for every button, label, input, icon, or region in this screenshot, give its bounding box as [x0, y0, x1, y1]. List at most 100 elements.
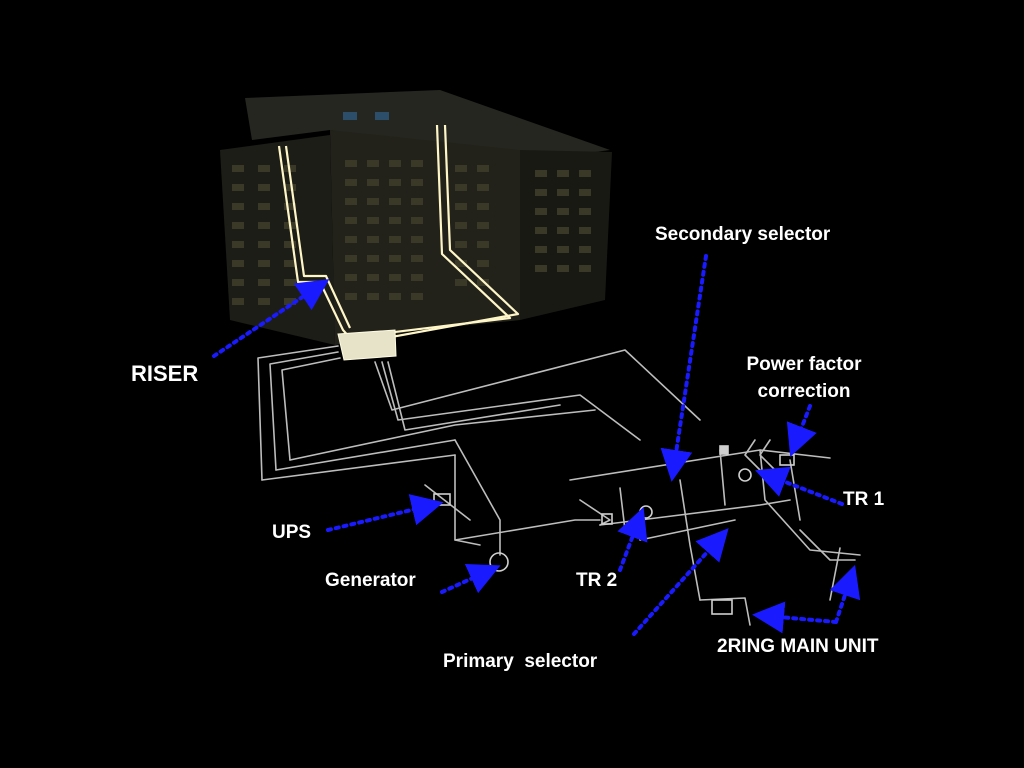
building-window	[232, 184, 244, 191]
building-window	[411, 255, 423, 262]
switch-room	[337, 329, 397, 361]
tr1-arrow	[755, 466, 844, 506]
building-window	[579, 208, 591, 215]
secondary-selector-arrow	[660, 254, 708, 482]
building-window	[367, 179, 379, 186]
building-window	[284, 203, 296, 210]
building-window	[258, 241, 270, 248]
building-window	[258, 298, 270, 305]
building-window	[389, 293, 401, 300]
building-window	[258, 222, 270, 229]
power-factor-label-line1: Power factor	[746, 354, 862, 375]
building-window	[232, 279, 244, 286]
building-window	[455, 203, 467, 210]
building-window	[411, 293, 423, 300]
building-window	[258, 260, 270, 267]
building-window	[579, 227, 591, 234]
ring-main-unit-symbol	[711, 599, 733, 615]
secondary-selector-label: Secondary selector	[655, 224, 831, 245]
primary-selector-label: Primary selector	[443, 651, 598, 672]
building-window	[455, 241, 467, 248]
building-window	[258, 279, 270, 286]
building-window	[579, 265, 591, 272]
ring-main-unit-arrow	[752, 601, 838, 634]
building-window	[284, 184, 296, 191]
building-window	[389, 255, 401, 262]
building-window	[389, 198, 401, 205]
pfc-symbol	[779, 454, 795, 466]
building-window	[367, 236, 379, 243]
tr1-label: TR 1	[843, 489, 885, 510]
building-window	[232, 222, 244, 229]
power-factor-correction-label: Power factor correction	[730, 351, 878, 405]
building-window	[345, 293, 357, 300]
building-window	[557, 208, 569, 215]
building-window	[579, 170, 591, 177]
building-window	[535, 246, 547, 253]
building-window	[535, 265, 547, 272]
building-window	[284, 279, 296, 286]
generator-symbol	[489, 552, 509, 572]
building-window	[477, 184, 489, 191]
building-window	[367, 217, 379, 224]
building-window	[232, 165, 244, 172]
tr2-symbol	[639, 505, 653, 519]
building-window	[232, 203, 244, 210]
building-window	[557, 227, 569, 234]
riser-arrow	[212, 279, 330, 358]
building-window	[557, 170, 569, 177]
building-window	[345, 198, 357, 205]
building-window	[535, 170, 547, 177]
building-window	[477, 260, 489, 267]
ring-main-unit-label: 2RING MAIN UNIT	[717, 636, 879, 657]
building-window	[535, 208, 547, 215]
building-window	[557, 189, 569, 196]
roof-window	[375, 112, 389, 120]
building-window	[258, 184, 270, 191]
building-window	[367, 255, 379, 262]
building-window	[258, 203, 270, 210]
building-window	[535, 189, 547, 196]
tr1-symbol	[738, 468, 752, 482]
wiring-schematic	[257, 345, 861, 626]
generator-arrow	[440, 564, 501, 594]
building-window	[284, 260, 296, 267]
power-factor-label-line2: correction	[757, 381, 851, 402]
generator-label: Generator	[325, 570, 416, 591]
building-window	[411, 179, 423, 186]
building-window	[411, 274, 423, 281]
building-window	[232, 298, 244, 305]
building-window	[367, 160, 379, 167]
building-window	[477, 203, 489, 210]
ups-label: UPS	[272, 522, 312, 543]
building-window	[345, 236, 357, 243]
building-window	[455, 279, 467, 286]
ups-arrow	[326, 494, 444, 532]
building-window	[345, 255, 357, 262]
switch-symbol	[601, 513, 613, 525]
building-window	[557, 246, 569, 253]
building-window	[345, 179, 357, 186]
selector-symbol	[719, 445, 729, 455]
building-window	[345, 274, 357, 281]
building-window	[477, 241, 489, 248]
roof-window	[343, 112, 357, 120]
building-window	[535, 227, 547, 234]
power-factor-arrow	[786, 404, 817, 457]
building-window	[579, 246, 591, 253]
ring-main-unit-arrow-2	[829, 564, 861, 624]
primary-selector-arrow	[632, 528, 729, 636]
building-window	[345, 217, 357, 224]
pointer-arrows	[212, 254, 861, 636]
building-window	[389, 160, 401, 167]
building-center	[330, 130, 520, 345]
building-window	[389, 236, 401, 243]
building-window	[258, 165, 270, 172]
building-window	[455, 222, 467, 229]
building-window	[411, 236, 423, 243]
tr2-label: TR 2	[576, 570, 618, 591]
building-windows	[232, 160, 591, 305]
building-window	[389, 217, 401, 224]
building-window	[232, 241, 244, 248]
